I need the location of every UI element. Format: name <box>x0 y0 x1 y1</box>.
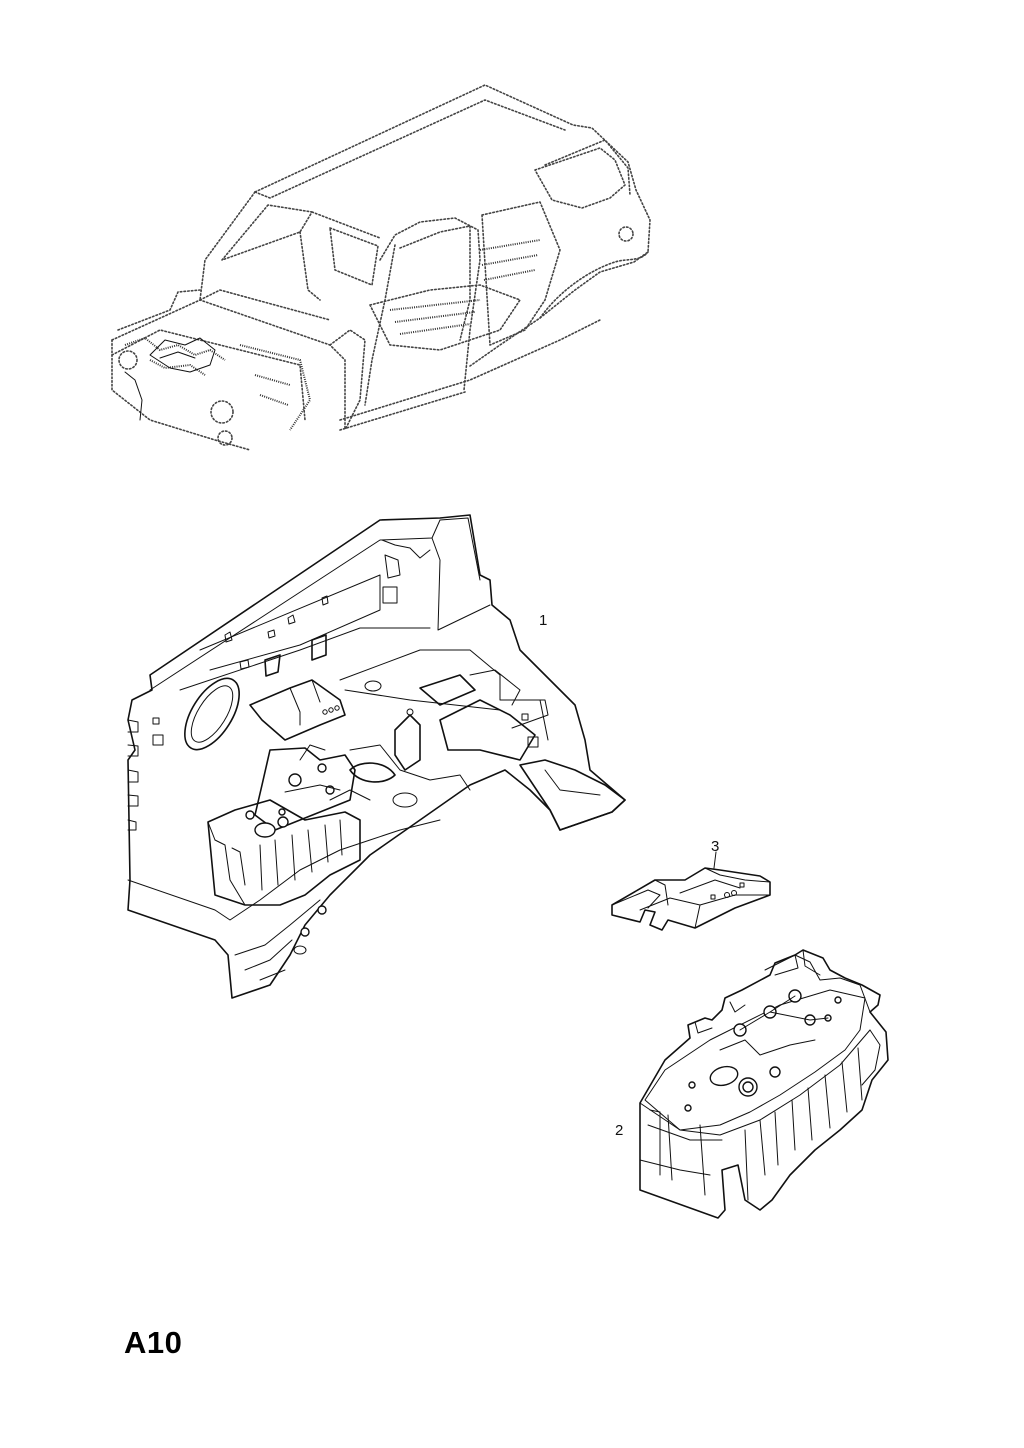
callout-number-1: 1 <box>539 612 548 629</box>
part-1-dash-panel-assembly <box>127 514 626 999</box>
part-2-side-member <box>639 949 889 1219</box>
callout-leaders <box>713 851 717 869</box>
body-shell-overview <box>111 84 651 451</box>
page-code-label: A10 <box>124 1325 183 1360</box>
callout-number-3: 3 <box>711 838 720 855</box>
callout-number-2: 2 <box>615 1122 624 1139</box>
part-3-mounting-bracket <box>611 867 771 931</box>
